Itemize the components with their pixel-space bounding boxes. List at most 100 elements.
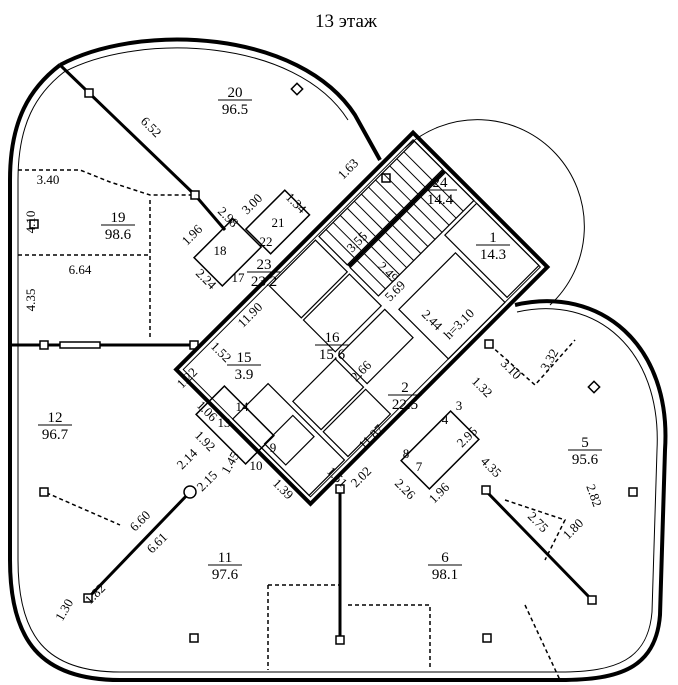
small-room-number: 22 [260, 234, 273, 249]
room-number: 6 [441, 550, 449, 566]
dimension-label: h=3.10 [441, 306, 477, 342]
dimension-label: 1.52 [208, 338, 235, 365]
staircase [318, 140, 475, 297]
dimension-label: 1.45 [218, 449, 242, 476]
room-area: 96.5 [222, 102, 248, 118]
dimension-label: 2.26 [392, 475, 419, 502]
small-room-number: 18 [214, 243, 227, 258]
stair-tread [370, 246, 400, 276]
small-room-number: 3 [456, 398, 463, 413]
room-label: 153.9 [227, 350, 261, 383]
dimension-label: 1.96 [425, 479, 452, 506]
floor-title: 13 этаж [315, 11, 378, 32]
stair-tread [392, 224, 422, 254]
outer-wall [8, 37, 668, 682]
stair-tread [382, 172, 412, 202]
dimension-label: 1.92 [192, 427, 219, 454]
room-label: 114.3 [476, 230, 510, 263]
stair-tread [389, 165, 419, 195]
room-number: 2 [401, 380, 409, 396]
outer-wall-inner [17, 47, 658, 673]
dimension-label: 2.15 [193, 467, 220, 494]
dimension-label: 2.75 [525, 508, 552, 535]
small-room-number: 9 [270, 440, 277, 455]
dimension-label: 5.69 [381, 277, 408, 304]
dimension-label: 1.80 [559, 515, 586, 542]
dimension-label: 3.10 [498, 355, 525, 382]
small-room-number: 13 [218, 415, 231, 430]
elevators [268, 239, 414, 458]
room-area: 95.6 [572, 452, 599, 468]
room-number: 19 [111, 210, 126, 226]
stair-tread [361, 193, 391, 223]
room-number: 5 [581, 435, 589, 451]
stair-tread [413, 203, 443, 233]
room-label: 595.6 [568, 435, 602, 468]
stair-tread [399, 217, 429, 247]
room-area: 97.6 [212, 567, 239, 583]
stair-tread [375, 179, 405, 209]
dimension-label: 2.95 [453, 423, 480, 450]
dimension-label: 1.63 [334, 155, 361, 182]
room-number: 12 [48, 410, 63, 426]
dimension-label: 2.98 [215, 203, 242, 230]
building-core [173, 129, 551, 507]
dimension-label: 2.24 [193, 265, 220, 292]
room-area: 14.3 [480, 247, 506, 263]
room-number: 24 [433, 175, 449, 191]
room-number: 1 [489, 230, 497, 246]
room-labels: 2096.51998.62414.4114.32323.21615.6153.9… [38, 85, 602, 583]
dimension-label: 6.60 [126, 507, 153, 534]
room-number: 23 [257, 257, 272, 273]
dimension-label: 1.34 [283, 189, 310, 216]
stair-tread [346, 207, 376, 237]
dimension-label: 1.96 [178, 221, 205, 248]
room-label: 698.1 [428, 550, 462, 583]
dimension-label: 2.02 [347, 463, 374, 490]
dimension-label: 1.82 [81, 580, 108, 607]
dimension-label: 3.40 [37, 172, 60, 187]
stair-tread [325, 229, 355, 259]
stair-tread [396, 158, 426, 188]
stair-tread [427, 189, 457, 219]
small-room-number: 21 [272, 215, 285, 230]
stair-tread [332, 222, 362, 252]
stair-tread [378, 239, 408, 269]
small-room-number: 4 [442, 412, 449, 427]
stair-tread [403, 151, 433, 181]
small-room-number: 17 [232, 270, 246, 285]
room-number: 11 [218, 550, 232, 566]
dimension-label: 4.35 [478, 453, 505, 480]
dimension-label: 6.52 [138, 113, 165, 140]
stair-tread [368, 186, 398, 216]
room-area: 98.6 [105, 227, 132, 243]
room-area: 3.9 [235, 367, 254, 383]
stair-tread [434, 182, 464, 212]
dimension-label: 2.14 [173, 445, 200, 472]
dashed-partitions [18, 169, 576, 681]
dimension-label: 1.32 [469, 373, 496, 400]
stair-tread [356, 260, 386, 290]
columns [29, 82, 638, 645]
dimension-label: 6.64 [69, 262, 92, 277]
stair-tread [363, 253, 393, 283]
room-number: 15 [237, 350, 252, 366]
small-room-number: 7 [416, 459, 423, 474]
room-area: 22.5 [392, 397, 418, 413]
small-room-number: 14 [236, 399, 250, 414]
small-room-number: 8 [403, 446, 410, 461]
dimension-label: 1.30 [52, 596, 76, 623]
room-area: 23.2 [251, 274, 277, 290]
room-area: 98.1 [432, 567, 458, 583]
stair-tread [385, 231, 415, 261]
room-number: 20 [228, 85, 243, 101]
